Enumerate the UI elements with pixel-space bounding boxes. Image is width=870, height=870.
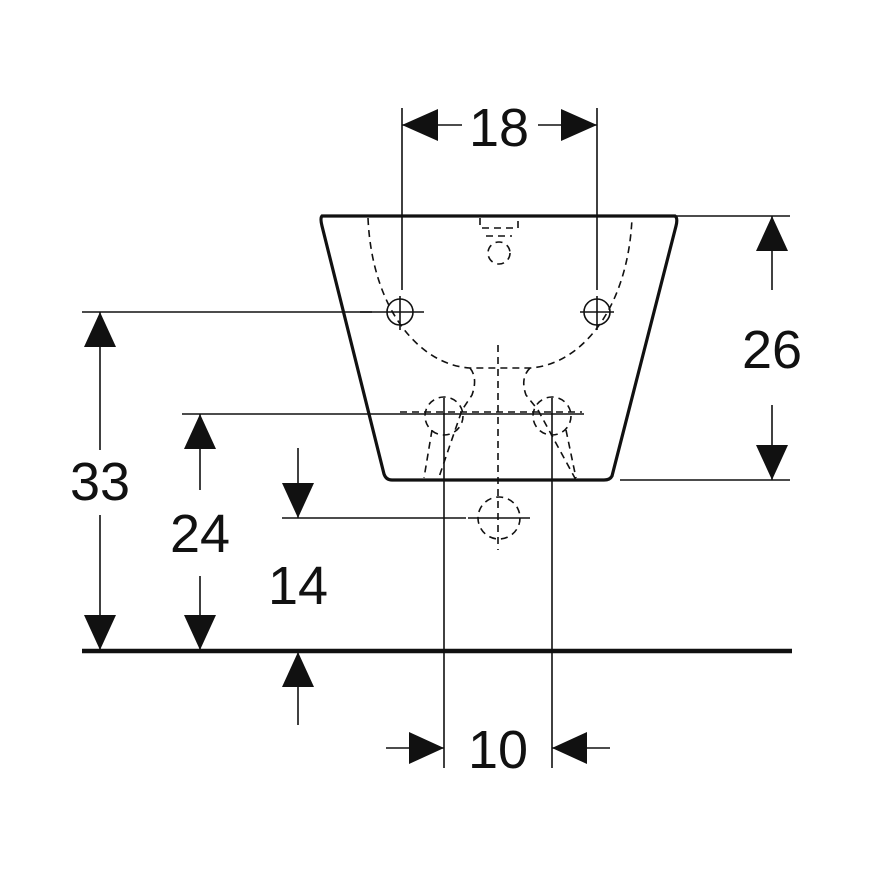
dim-33-arrow-up [84,312,116,347]
waste-outlet [468,496,530,540]
dim-24-label: 24 [170,504,230,564]
dim-14-arrow-down [282,483,314,518]
bowl-outline [319,214,679,482]
mounting-hole-top-left [360,296,424,330]
dim-10-arrow-left [409,732,444,764]
dim-26-arrow-up [756,216,788,251]
inner-basin-dashed [367,217,633,369]
dim-18-arrow-left [402,109,438,141]
lower-chamber-left-wall-dashed [423,429,433,479]
rim-recess-dashed [479,218,519,229]
dim-14-label: 14 [268,556,328,616]
lower-chamber-right-wall-dashed [565,429,577,479]
dim-33-label: 33 [70,452,130,512]
dim-18-label: 18 [469,98,529,158]
dim-26-arrow-down [756,445,788,480]
dim-24-arrow-down [184,615,216,650]
dim-14-arrow-up [282,652,314,687]
lower-chamber-left-dashed [437,367,476,481]
dim-10-label: 10 [468,720,528,780]
lower-chamber-right-dashed [522,367,577,481]
dim-24-arrow-up [184,414,216,449]
dim-33-arrow-down [84,615,116,650]
dim-26-label: 26 [742,320,802,380]
mounting-hole-top-right [580,296,614,330]
dim-18-arrow-right [561,109,597,141]
dim-10-arrow-right [552,732,587,764]
tap-hole-dashed [487,241,511,265]
